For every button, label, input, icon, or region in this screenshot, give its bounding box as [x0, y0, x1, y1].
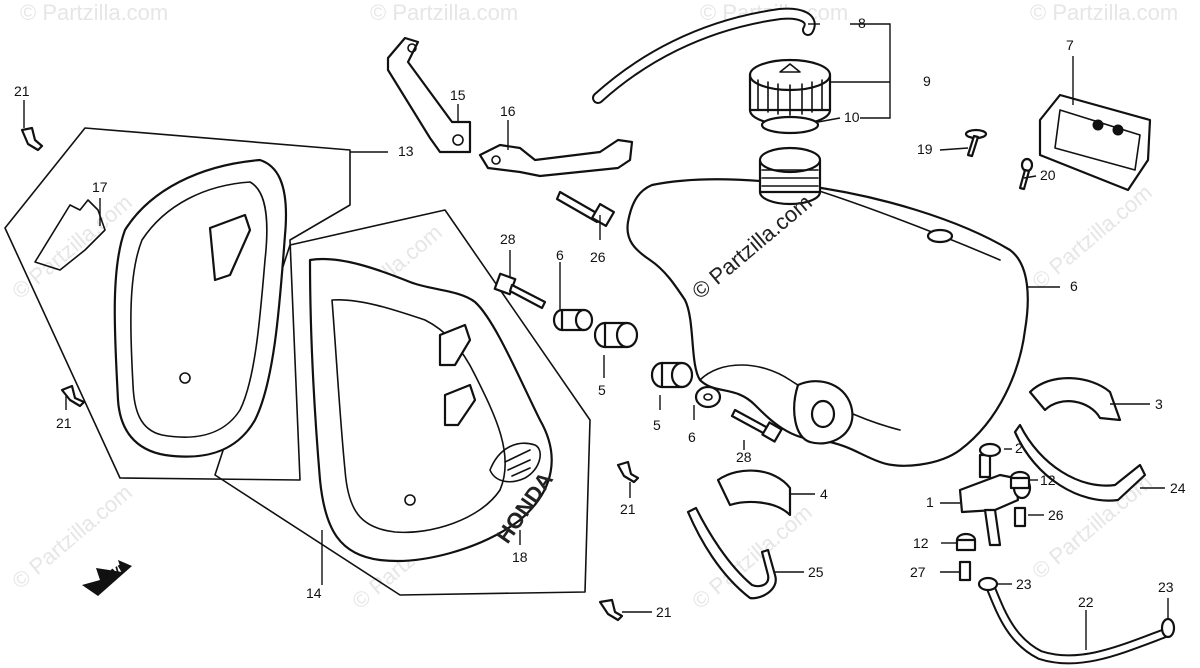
- screw-19: [964, 128, 988, 158]
- clip-21: [616, 460, 640, 484]
- callout-27-lower: 27: [910, 564, 926, 580]
- stay-16: [478, 138, 634, 178]
- callout-25: 25: [808, 564, 824, 580]
- left-side-cover: [113, 158, 288, 458]
- side-cover-left-outline: [4, 127, 351, 481]
- screw-27-lower: [958, 560, 972, 582]
- callout-22: 22: [1078, 594, 1094, 610]
- fuel-valve: [958, 442, 1032, 547]
- callout-23: 23: [1016, 576, 1032, 592]
- callout-21-mid: 21: [620, 501, 636, 517]
- callout-5-lower: 5: [653, 417, 661, 433]
- callout-9: 8: [858, 15, 866, 31]
- band-24: [1013, 423, 1147, 502]
- callout-1: 1: [926, 494, 934, 510]
- callout-12-lower: 12: [913, 535, 929, 551]
- fuel-cap: [748, 58, 832, 127]
- callout-11: 10: [844, 109, 860, 125]
- bolt-28-lower: [730, 408, 783, 443]
- filler-neck: [758, 146, 822, 206]
- callout-12: 12: [1040, 472, 1056, 488]
- clip-21: [20, 126, 44, 152]
- callout-27: 26: [1048, 507, 1064, 523]
- callout-16: 16: [500, 103, 516, 119]
- callout-21: 21: [14, 83, 30, 99]
- right-side-cover: [308, 258, 553, 563]
- fwd-arrow: FWD: [82, 559, 132, 596]
- fwd-label: FWD: [98, 559, 131, 587]
- callout-7: 6: [1070, 278, 1078, 294]
- side-cover-right-outline: [214, 209, 591, 596]
- callout-3: 3: [1155, 396, 1163, 412]
- decal-17: [34, 199, 106, 271]
- mount-rubber-8: [1038, 93, 1152, 192]
- bracket-15: [386, 36, 472, 154]
- nut-12: [1009, 470, 1031, 490]
- nut-12-lower: [955, 532, 977, 552]
- callout-14: 14: [306, 585, 322, 601]
- callout-6: 6: [556, 247, 564, 263]
- cap-gasket: [760, 115, 820, 135]
- callout-15: 15: [450, 87, 466, 103]
- callout-13: 13: [398, 143, 414, 159]
- leader-lines: [23, 23, 1169, 650]
- callout-23-right: 23: [1158, 579, 1174, 595]
- callout-labels: 8 9 10 7 19 20 6 3 2 1 12 26 12 27 23 23…: [14, 15, 1186, 620]
- watermark: © Partzilla.com: [1027, 179, 1157, 293]
- callout-4: 4: [820, 486, 828, 502]
- callout-10: 9: [923, 73, 931, 89]
- watermark: © Partzilla.com: [370, 0, 518, 25]
- callout-20: 20: [1040, 167, 1056, 183]
- screw-27: [1013, 506, 1027, 528]
- grommet-5-upper: [593, 321, 639, 349]
- watermark: © Partzilla.com: [1030, 0, 1178, 25]
- callout-8: 7: [1066, 37, 1074, 53]
- cushion-4: [716, 469, 792, 517]
- callout-17: 17: [92, 179, 108, 195]
- clip-21: [598, 598, 624, 622]
- collar-6-upper: [552, 308, 594, 332]
- callout-2: 2: [1015, 440, 1023, 456]
- fuel-tank: [626, 178, 1029, 467]
- bolt-26: [555, 190, 616, 228]
- callout-24: 24: [1170, 480, 1186, 496]
- clip-21: [60, 384, 86, 408]
- callout-28-lower: 28: [736, 449, 752, 465]
- grommet-5-lower: [650, 361, 694, 389]
- screw-20: [1018, 157, 1034, 191]
- bolt-28-upper: [493, 272, 547, 310]
- callout-28: 28: [500, 231, 516, 247]
- band-3: [1028, 377, 1122, 422]
- callout-19: 19: [917, 141, 933, 157]
- callout-18: 18: [512, 549, 528, 565]
- callout-21-left: 21: [56, 415, 72, 431]
- band-25: [686, 506, 777, 600]
- callout-26: 26: [590, 249, 606, 265]
- watermark: © Partzilla.com: [20, 0, 168, 25]
- washer-6-lower: [694, 385, 722, 409]
- callout-21-bottom: 21: [656, 604, 672, 620]
- clip-23: [1160, 617, 1176, 639]
- clip-23: [977, 576, 999, 592]
- callout-5: 5: [598, 382, 606, 398]
- callout-6-lower: 6: [688, 429, 696, 445]
